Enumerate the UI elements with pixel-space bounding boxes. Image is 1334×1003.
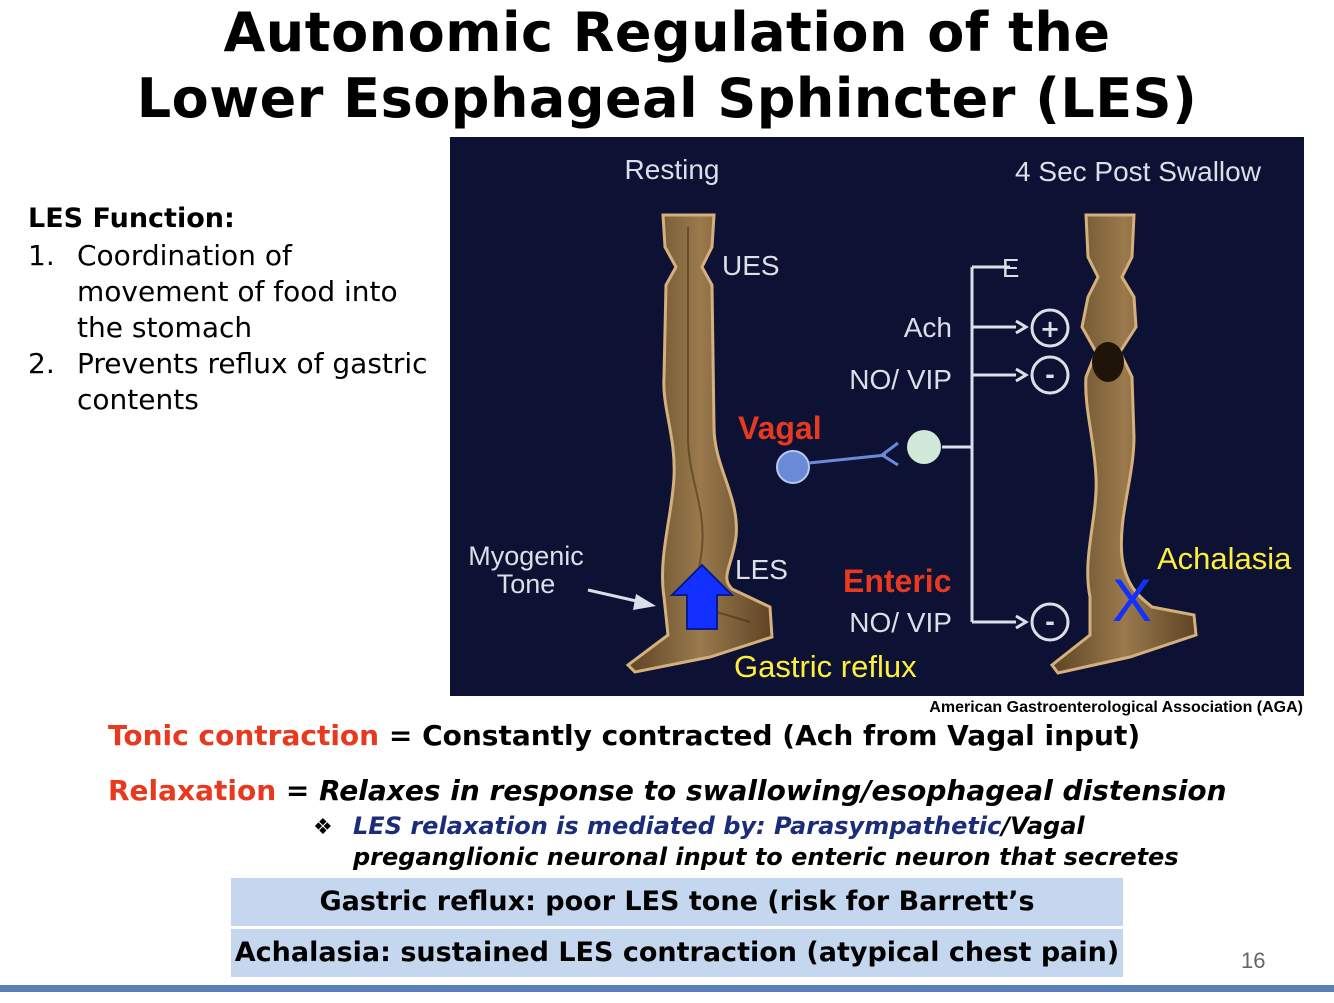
no-vip-label-2: NO/ VIP bbox=[849, 607, 952, 638]
ues-label: UES bbox=[722, 250, 780, 281]
relaxation-definition: Relaxes in response to swallowing/esopha… bbox=[319, 774, 1227, 807]
myogenic-arrow bbox=[587, 588, 656, 610]
list-item: 1. Coordination of movement of food into… bbox=[28, 238, 448, 346]
slide-title: Autonomic Regulation of the Lower Esopha… bbox=[0, 0, 1334, 132]
list-text: Prevents reflux of gastric contents bbox=[77, 347, 428, 416]
resting-label: Resting bbox=[625, 154, 720, 185]
list-text: Coordination of movement of food into th… bbox=[77, 239, 398, 344]
gastric-reflux-label: Gastric reflux bbox=[734, 649, 917, 684]
diagram-svg: Resting 4 Sec Post Swallow UES LES E + -… bbox=[468, 154, 1292, 684]
enteric-label: Enteric bbox=[843, 563, 951, 599]
list-item: 2. Prevents reflux of gastric contents bbox=[28, 346, 448, 418]
achalasia-x-mark: X bbox=[1112, 567, 1152, 634]
minus-circle-1 bbox=[1030, 355, 1070, 395]
plus-sign: + bbox=[1040, 315, 1060, 343]
minus-circle-2 bbox=[1030, 602, 1070, 642]
les-function-list: 1. Coordination of movement of food into… bbox=[28, 238, 448, 418]
myogenic-label: Myogenic bbox=[468, 541, 584, 571]
les-diagram: Resting 4 Sec Post Swallow UES LES E + -… bbox=[450, 137, 1304, 696]
gastric-reflux-box: Gastric reflux: poor LES tone (risk for … bbox=[231, 878, 1123, 965]
title-line-2: Lower Esophageal Sphincter (LES) bbox=[136, 67, 1198, 130]
post-swallow-label: 4 Sec Post Swallow bbox=[1015, 156, 1262, 187]
page-number: 16 bbox=[1241, 948, 1266, 973]
relaxation-term: Relaxation bbox=[108, 774, 277, 807]
minus-sign-1: - bbox=[1045, 361, 1055, 389]
tonic-term: Tonic contraction bbox=[108, 719, 380, 752]
relaxation-line: Relaxation = Relaxes in response to swal… bbox=[108, 774, 1227, 807]
les-label: LES bbox=[735, 554, 788, 585]
vagal-neuron-body bbox=[776, 450, 810, 484]
e-label: E bbox=[1002, 253, 1019, 283]
no-vip-label-1: NO/ VIP bbox=[849, 364, 952, 395]
post-swallow-esophagus bbox=[1049, 213, 1198, 675]
les-function-heading: LES Function: bbox=[28, 203, 235, 234]
bottom-divider bbox=[0, 985, 1334, 992]
nerve-tree bbox=[942, 265, 1029, 630]
bullet-blue-text: LES relaxation is mediated by: Parasympa… bbox=[353, 812, 1002, 840]
vagal-neuron bbox=[776, 430, 941, 484]
tonic-definition: = Constantly contracted (Ach from Vagal … bbox=[379, 719, 1141, 752]
achalasia-label: Achalasia bbox=[1157, 541, 1292, 576]
relaxation-eq: = bbox=[276, 774, 320, 807]
minus-sign-2: - bbox=[1045, 608, 1055, 636]
image-credit: American Gastroenterological Association… bbox=[929, 699, 1303, 716]
achalasia-box: Achalasia: sustained LES contraction (at… bbox=[231, 929, 1123, 977]
ach-label: Ach bbox=[904, 312, 952, 343]
tonic-contraction-line: Tonic contraction = Constantly contracte… bbox=[108, 719, 1140, 752]
tone-label: Tone bbox=[497, 569, 556, 599]
reflux-up-arrow bbox=[669, 563, 735, 630]
vagal-label: Vagal bbox=[738, 410, 822, 446]
food-bolus bbox=[1092, 342, 1124, 382]
plus-circle bbox=[1030, 308, 1070, 348]
diamond-bullet-icon: ❖ bbox=[313, 815, 333, 840]
title-line-1: Autonomic Regulation of the bbox=[223, 1, 1111, 64]
enteric-neuron-body bbox=[907, 430, 941, 464]
list-number: 1. bbox=[28, 239, 55, 272]
list-number: 2. bbox=[28, 347, 55, 380]
